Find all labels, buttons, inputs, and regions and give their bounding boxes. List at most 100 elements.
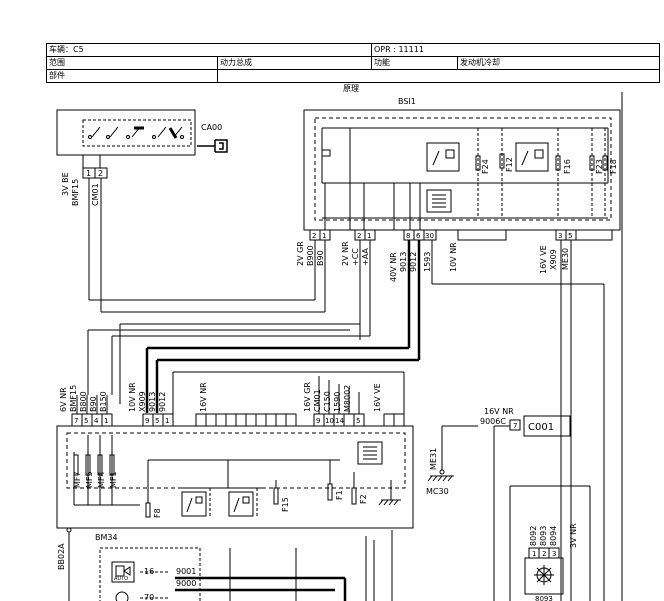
header-table: 车辆：C5 OPR : 11111 范围 动力总成 功能 发动机冷却 部件: [46, 43, 660, 83]
ca00-label: CA00: [201, 123, 222, 132]
svg-text:9: 9: [316, 417, 320, 425]
svg-text:BMF15: BMF15: [69, 385, 78, 412]
svg-text:10: 10: [325, 417, 334, 425]
svg-text:AUTO: AUTO: [114, 576, 128, 582]
svg-text:7: 7: [513, 422, 517, 430]
svg-text:3: 3: [558, 232, 562, 240]
opr-label: OPR : 11111: [374, 45, 424, 54]
svg-text:ME31: ME31: [429, 448, 438, 470]
c001-label: C001: [528, 422, 554, 433]
svg-text:F12: F12: [505, 157, 514, 172]
svg-text:F15: F15: [281, 497, 290, 512]
header-row-vehicle: 车辆：C5 OPR : 11111: [46, 43, 660, 56]
svg-text:2: 2: [357, 232, 361, 240]
svg-text:16: 16: [144, 567, 154, 576]
svg-text:1: 1: [367, 232, 371, 240]
header-row-part: 部件: [46, 69, 660, 83]
function-label: 功能: [374, 58, 390, 67]
svg-text:F16: F16: [563, 159, 572, 174]
svg-text:+CC: +CC: [351, 248, 360, 266]
svg-text:B90: B90: [89, 396, 98, 412]
svg-text:6: 6: [416, 232, 421, 240]
svg-text:B900: B900: [306, 245, 315, 266]
svg-text:9012: 9012: [409, 252, 418, 272]
svg-text:2V NR: 2V NR: [341, 241, 350, 266]
svg-text:30: 30: [425, 232, 434, 240]
svg-text:1590: 1590: [333, 392, 342, 412]
ca00-switch-box: [56, 109, 196, 156]
function-value: 发动机冷却: [460, 58, 500, 67]
svg-text:+AA: +AA: [361, 248, 370, 266]
svg-text:16V NR: 16V NR: [199, 382, 208, 412]
svg-text:9013: 9013: [399, 252, 408, 272]
svg-text:F23: F23: [595, 159, 604, 174]
scope-label: 范围: [49, 58, 65, 67]
bsi-label: BSI1: [398, 97, 416, 106]
svg-text:F8: F8: [153, 508, 162, 518]
svg-text:3V BE: 3V BE: [61, 172, 70, 196]
svg-text:16V VE: 16V VE: [539, 245, 548, 274]
svg-text:CM01: CM01: [313, 389, 322, 412]
svg-text:1593: 1593: [423, 252, 432, 272]
svg-text:3V NR: 3V NR: [569, 523, 578, 548]
svg-text:8: 8: [406, 232, 410, 240]
svg-text:MF4: MF4: [97, 471, 106, 488]
part-label: 部件: [49, 71, 65, 80]
svg-text:1: 1: [165, 417, 169, 425]
svg-text:BM34: BM34: [95, 533, 118, 542]
svg-text:3: 3: [552, 550, 556, 558]
svg-text:MF1: MF1: [109, 471, 118, 488]
svg-text:F1: F1: [335, 490, 344, 500]
svg-text:2V GR: 2V GR: [296, 241, 305, 266]
svg-text:10V NR: 10V NR: [128, 382, 137, 412]
svg-text:2: 2: [542, 550, 546, 558]
svg-text:5: 5: [84, 417, 88, 425]
svg-text:1: 1: [532, 550, 536, 558]
svg-text:1: 1: [322, 232, 326, 240]
svg-text:1: 1: [104, 417, 108, 425]
svg-text:2: 2: [98, 169, 103, 178]
svg-text:BMF15: BMF15: [71, 179, 80, 206]
svg-text:40V NR: 40V NR: [389, 252, 398, 282]
svg-text:9013: 9013: [148, 392, 157, 412]
svg-text:9001: 9001: [176, 567, 196, 576]
c001-box: [523, 415, 571, 437]
svg-text:8092: 8092: [529, 526, 538, 546]
svg-text:1: 1: [86, 169, 91, 178]
svg-text:C150: C150: [323, 391, 332, 412]
svg-text:10V NR: 10V NR: [449, 242, 458, 272]
scope-value: 动力总成: [220, 58, 252, 67]
svg-text:8094: 8094: [549, 526, 558, 546]
svg-text:14: 14: [335, 417, 344, 425]
ca00-switch-inner: [82, 119, 192, 147]
key-icon: [197, 139, 228, 153]
svg-text:B90: B90: [316, 250, 325, 266]
svg-text:ME30: ME30: [561, 248, 570, 270]
svg-text:F2: F2: [359, 494, 368, 504]
svg-text:B150: B150: [99, 391, 108, 412]
svg-text:9012: 9012: [158, 392, 167, 412]
vehicle-label: 车辆：C5: [49, 45, 84, 54]
diagram-subtitle: 原理: [343, 84, 359, 93]
svg-text:2: 2: [312, 232, 316, 240]
svg-text:70: 70: [144, 593, 154, 601]
svg-text:9: 9: [145, 417, 149, 425]
svg-text:9006C: 9006C: [480, 417, 506, 426]
svg-text:16V NR: 16V NR: [484, 407, 514, 416]
svg-text:5: 5: [155, 417, 159, 425]
svg-text:7: 7: [74, 417, 78, 425]
svg-text:MC30: MC30: [426, 487, 449, 496]
svg-text:4: 4: [94, 417, 99, 425]
svg-text:5: 5: [568, 232, 572, 240]
svg-text:X909: X909: [138, 391, 147, 412]
svg-text:8093: 8093: [535, 595, 553, 601]
svg-text:8093: 8093: [539, 526, 548, 546]
svg-text:9000: 9000: [176, 579, 196, 588]
svg-text:M8002: M8002: [343, 385, 352, 412]
svg-text:F24: F24: [481, 159, 490, 174]
svg-text:BB02A: BB02A: [57, 543, 66, 570]
svg-text:MF5: MF5: [85, 471, 94, 488]
fan-component-box: [524, 557, 564, 595]
svg-text:5: 5: [356, 417, 360, 425]
